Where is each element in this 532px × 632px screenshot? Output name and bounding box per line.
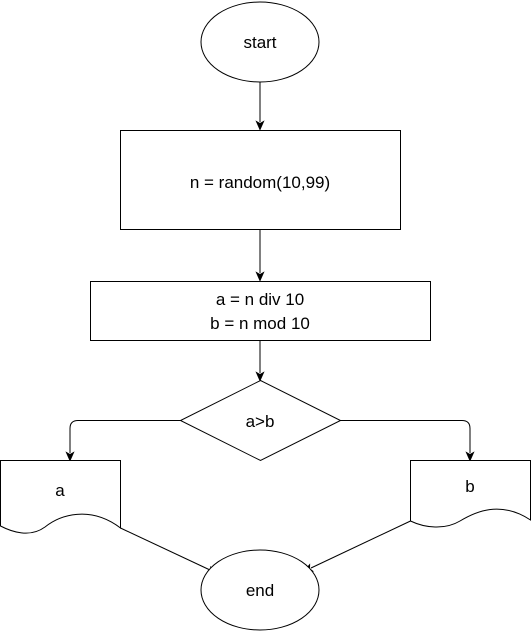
edge-b-to-end (302, 520, 411, 573)
output-document-b: b (410, 460, 531, 528)
document-shape-a (0, 460, 121, 534)
end-ellipse (200, 549, 320, 631)
output-document-a: a (0, 460, 121, 534)
edge-a-to-end (120, 527, 218, 574)
edge-line (310, 520, 411, 569)
edge-line (69, 420, 181, 453)
output-b-label: b (465, 477, 474, 496)
arrow-head-icon (255, 271, 265, 282)
digits-line-2: b = n mod 10 (210, 314, 310, 333)
random-process-label: n = random(10,99) (190, 173, 330, 192)
edge-random-to-digits (255, 230, 265, 282)
random-process-node: n = random(10,99) (120, 130, 401, 230)
decision-diamond (179, 379, 342, 462)
start-node: start (200, 1, 320, 83)
digits-line-1: a = n div 10 (216, 290, 304, 309)
edge-digits-to-decision (255, 341, 265, 382)
digits-process-node: a = n div 10 b = n mod 10 (90, 281, 431, 341)
output-a-label: a (55, 481, 65, 500)
decision-node: a>b (179, 379, 342, 462)
random-process-box (120, 130, 401, 230)
document-shape-b (410, 460, 531, 528)
decision-label: a>b (246, 412, 275, 431)
digits-process-box (90, 281, 431, 341)
arrow-head-icon (465, 451, 475, 462)
start-label: start (243, 33, 276, 52)
arrow-head-icon (255, 371, 265, 382)
edge-decision-to-b (340, 420, 475, 462)
edge-start-to-random (255, 82, 265, 131)
edge-decision-to-a (65, 420, 181, 462)
end-node: end (200, 549, 320, 631)
end-label: end (246, 581, 274, 600)
edge-line (340, 420, 471, 453)
arrow-head-icon (65, 451, 75, 462)
edge-line (120, 527, 211, 571)
arrow-head-icon (255, 120, 265, 131)
